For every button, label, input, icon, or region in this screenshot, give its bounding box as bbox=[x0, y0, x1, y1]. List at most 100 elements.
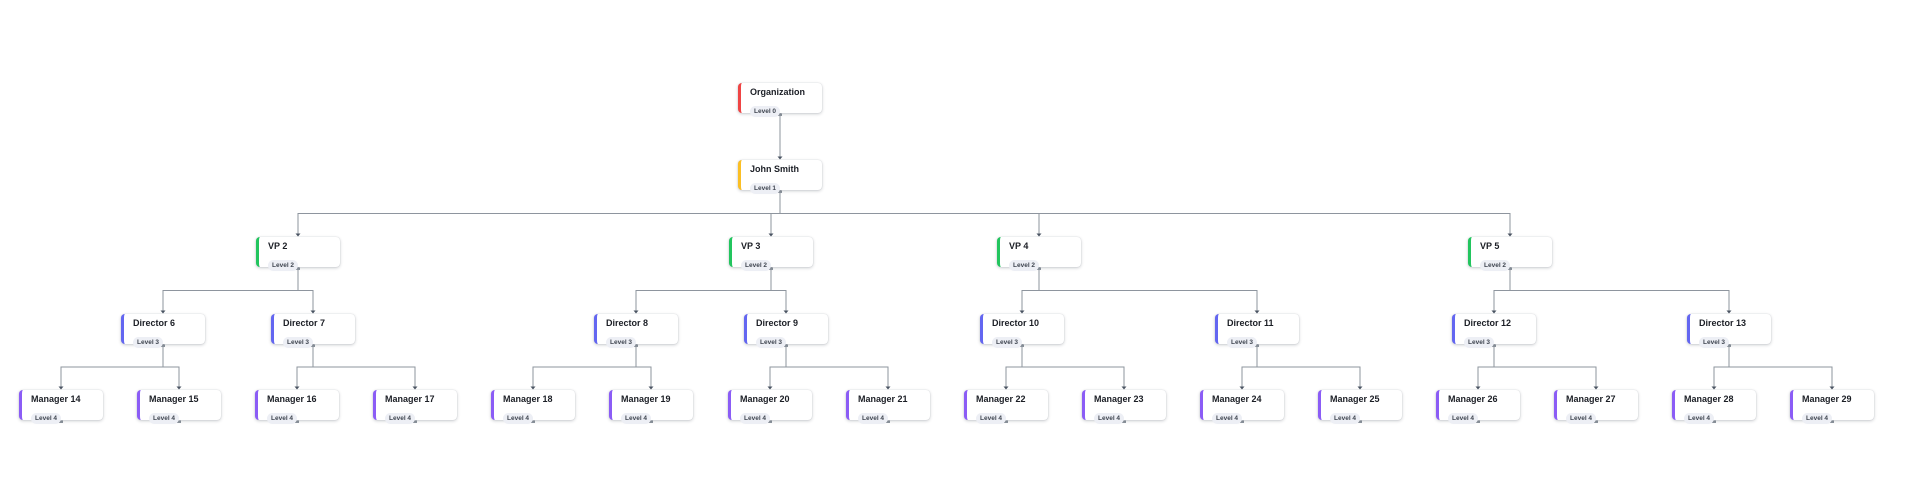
arrowhead-icon bbox=[295, 233, 301, 237]
node-level-badge: Level 3 bbox=[1464, 337, 1495, 349]
org-edge bbox=[1021, 267, 1040, 311]
arrowhead-icon bbox=[1003, 386, 1009, 390]
node-label: VP 5 bbox=[1480, 241, 1500, 251]
org-edge bbox=[770, 190, 781, 234]
node-bottom-port bbox=[1830, 420, 1834, 423]
node-label: Organization bbox=[750, 87, 806, 97]
node-bottom-port bbox=[1240, 420, 1244, 423]
org-node-vp5[interactable]: VP 5 Level 2 bbox=[1468, 237, 1552, 272]
node-level-badge: Level 1 bbox=[750, 183, 781, 195]
org-edge bbox=[297, 267, 314, 311]
node-level-badge: Level 4 bbox=[1802, 413, 1833, 425]
org-edge bbox=[532, 344, 637, 387]
org-edge bbox=[1005, 344, 1023, 387]
node-label: VP 3 bbox=[741, 241, 761, 251]
node-label: VP 2 bbox=[268, 241, 288, 251]
node-label: Manager 17 bbox=[385, 394, 435, 404]
arrowhead-icon bbox=[1357, 386, 1363, 390]
node-label: Manager 14 bbox=[31, 394, 81, 404]
node-level-badge: Level 3 bbox=[606, 337, 637, 349]
org-edge bbox=[1241, 344, 1258, 387]
node-bottom-port bbox=[531, 420, 535, 423]
arrowhead-icon bbox=[1036, 233, 1042, 237]
org-node-d8[interactable]: Director 8 Level 3 bbox=[594, 314, 678, 349]
org-edge bbox=[770, 267, 787, 311]
arrowhead-icon bbox=[633, 310, 639, 314]
node-level-badge: Level 3 bbox=[133, 337, 164, 349]
node-label: Director 8 bbox=[606, 318, 649, 328]
node-label: Manager 29 bbox=[1802, 394, 1852, 404]
node-level-badge: Level 4 bbox=[149, 413, 180, 425]
node-bottom-port bbox=[768, 420, 772, 423]
node-label: Manager 18 bbox=[503, 394, 553, 404]
org-edge bbox=[1493, 344, 1597, 387]
org-node-m15[interactable]: Manager 15 Level 4 bbox=[137, 390, 221, 425]
node-level-badge: Level 4 bbox=[1094, 413, 1125, 425]
org-edge bbox=[769, 344, 787, 387]
node-label: Director 13 bbox=[1699, 318, 1747, 328]
node-level-badge: Level 4 bbox=[976, 413, 1007, 425]
arrowhead-icon bbox=[294, 386, 300, 390]
org-edge bbox=[1713, 344, 1730, 387]
node-bottom-port bbox=[1476, 420, 1480, 423]
arrowhead-icon bbox=[530, 386, 536, 390]
node-label: Manager 20 bbox=[740, 394, 790, 404]
org-edge bbox=[297, 190, 781, 234]
org-edge bbox=[1021, 344, 1125, 387]
org-edge bbox=[635, 267, 772, 311]
node-level-badge: Level 4 bbox=[267, 413, 298, 425]
node-label: Manager 27 bbox=[1566, 394, 1616, 404]
org-node-m18[interactable]: Manager 18 Level 4 bbox=[491, 390, 575, 425]
node-bottom-port bbox=[59, 420, 63, 423]
org-node-d10[interactable]: Director 10 Level 3 bbox=[980, 314, 1064, 349]
org-edge bbox=[296, 344, 314, 387]
arrowhead-icon bbox=[1491, 310, 1497, 314]
arrowhead-icon bbox=[885, 386, 891, 390]
node-label: Director 10 bbox=[992, 318, 1040, 328]
node-level-badge: Level 3 bbox=[1699, 337, 1730, 349]
arrowhead-icon bbox=[777, 156, 783, 160]
arrowhead-icon bbox=[1239, 386, 1245, 390]
org-edge bbox=[1038, 267, 1258, 311]
arrowhead-icon bbox=[1019, 310, 1025, 314]
arrowhead-icon bbox=[1711, 386, 1717, 390]
node-bottom-port bbox=[413, 420, 417, 423]
node-label: VP 4 bbox=[1009, 241, 1029, 251]
org-edge bbox=[162, 344, 180, 387]
node-level-badge: Level 2 bbox=[1480, 260, 1511, 272]
node-level-badge: Level 3 bbox=[992, 337, 1023, 349]
node-label: Manager 21 bbox=[858, 394, 908, 404]
node-label: Manager 24 bbox=[1212, 394, 1262, 404]
org-edge bbox=[1477, 344, 1495, 387]
node-level-badge: Level 4 bbox=[503, 413, 534, 425]
node-label: Manager 15 bbox=[149, 394, 199, 404]
org-node-m29[interactable]: Manager 29 Level 4 bbox=[1790, 390, 1874, 425]
node-label: John Smith bbox=[750, 164, 799, 174]
org-node-d13[interactable]: Director 13 Level 3 bbox=[1687, 314, 1771, 349]
node-level-badge: Level 3 bbox=[1227, 337, 1258, 349]
node-label: Director 9 bbox=[756, 318, 799, 328]
